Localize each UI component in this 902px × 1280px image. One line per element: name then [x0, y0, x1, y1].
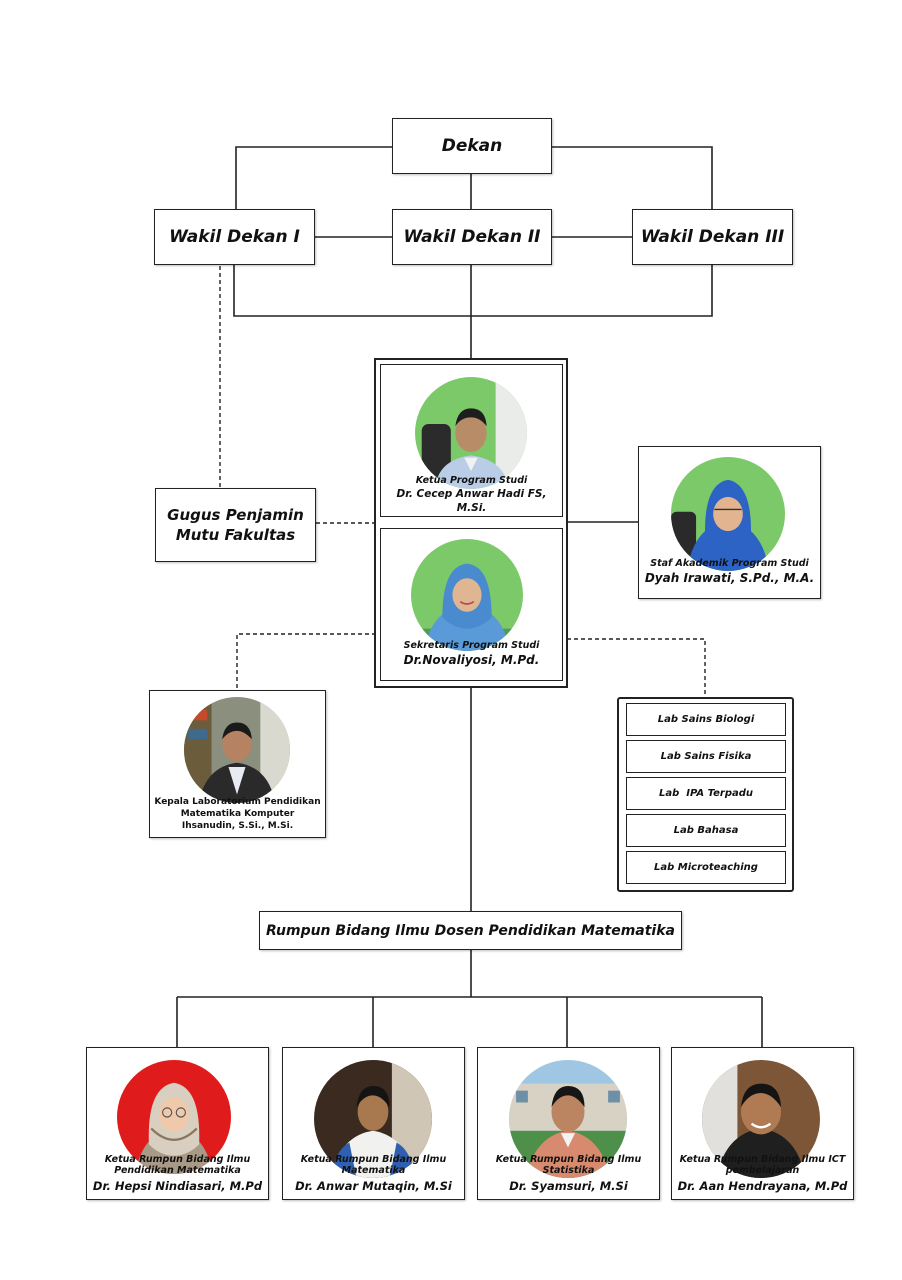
kalab-photo	[184, 697, 290, 803]
ketua-rumpun-card: Ketua Rumpun Bidang Ilmu Matematika Dr. …	[282, 1047, 465, 1200]
ketua-role-2: Statistika	[542, 1165, 595, 1176]
staf-name: Dyah Irawati, S.Pd., M.A.	[644, 571, 815, 585]
gugus-line-2: Mutu Fakultas	[175, 526, 296, 544]
lab-item: Lab Sains Fisika	[626, 740, 786, 773]
kalab-name: Ihsanudin, S.Si., M.Si.	[181, 821, 294, 831]
rumpun-title: Rumpun Bidang Ilmu Dosen Pendidikan Mate…	[266, 922, 675, 939]
lab-label: Lab Sains Fisika	[660, 751, 752, 762]
ketua-role-1: Ketua Rumpun Bidang Ilmu ICT	[679, 1154, 846, 1165]
lab-label: Lab Microteaching	[654, 862, 758, 873]
kaprodi-role: Ketua Program Studi	[415, 475, 528, 486]
ketua-role-1: Ketua Rumpun Bidang Ilmu	[104, 1154, 251, 1165]
dekan-box: Dekan	[392, 118, 552, 174]
sekprodi-name: Dr.Novaliyosi, M.Pd.	[403, 653, 540, 667]
staf-photo	[671, 457, 785, 571]
wakil-dekan-3-box: Wakil Dekan III	[632, 209, 793, 265]
kaprodi-name: Dr. Cecep Anwar Hadi FS, M.Si.	[396, 488, 547, 514]
lab-label: Lab Bahasa	[673, 825, 739, 836]
wakil-dekan-3-label: Wakil Dekan III	[640, 227, 785, 247]
lab-item: Lab Microteaching	[626, 851, 786, 884]
lab-item: Lab IPA Terpadu	[626, 777, 786, 810]
ketua-role-2: Pendidikan Matematika	[114, 1165, 241, 1176]
labs-frame	[617, 697, 794, 892]
ketua-role-1: Ketua Rumpun Bidang Ilmu	[495, 1154, 642, 1165]
ketua-rumpun-card: Ketua Rumpun Bidang Ilmu Pendidikan Mate…	[86, 1047, 269, 1200]
wakil-dekan-2-label: Wakil Dekan II	[403, 227, 541, 247]
kalab-line-2: Matematika Komputer	[180, 809, 295, 819]
sekprodi-card: Sekretaris Program Studi Dr.Novaliyosi, …	[380, 528, 563, 681]
ketua-name: Dr. Hepsi Nindiasari, M.Pd	[92, 1179, 263, 1193]
sekprodi-photo	[411, 539, 523, 651]
lab-item: Lab Sains Biologi	[626, 703, 786, 736]
kaprodi-photo	[415, 377, 527, 489]
ketua-rumpun-card: Ketua Rumpun Bidang Ilmu ICT pembelajara…	[671, 1047, 854, 1200]
rumpun-bidang-ilmu-box: Rumpun Bidang Ilmu Dosen Pendidikan Mate…	[259, 911, 682, 950]
ketua-name: Dr. Anwar Mutaqin, M.Si	[295, 1179, 452, 1193]
gugus-line-1: Gugus Penjamin	[167, 506, 304, 524]
dekan-label: Dekan	[441, 136, 503, 156]
ketua-rumpun-card: Ketua Rumpun Bidang Ilmu Statistika Dr. …	[477, 1047, 660, 1200]
ketua-role-1: Ketua Rumpun Bidang Ilmu	[300, 1154, 447, 1165]
lab-label: Lab IPA Terpadu	[658, 788, 754, 799]
lab-item: Lab Bahasa	[626, 814, 786, 847]
wakil-dekan-1-label: Wakil Dekan I	[169, 227, 300, 247]
sekprodi-role: Sekretaris Program Studi	[403, 640, 540, 651]
wakil-dekan-2-box: Wakil Dekan II	[392, 209, 552, 265]
staf-akademik-card: Staf Akademik Program Studi Dyah Irawati…	[638, 446, 821, 599]
ketua-name: Dr. Aan Hendrayana, M.Pd	[677, 1179, 848, 1193]
ketua-photo	[117, 1060, 231, 1174]
ketua-name: Dr. Syamsuri, M.Si	[509, 1179, 628, 1193]
wakil-dekan-1-box: Wakil Dekan I	[154, 209, 315, 265]
gugus-penjamin-mutu-box: Gugus Penjamin Mutu Fakultas	[155, 488, 316, 562]
ketua-role-2: pembelajaran	[725, 1165, 800, 1176]
ketua-photo	[509, 1060, 627, 1178]
kaprodi-card: Ketua Program Studi Dr. Cecep Anwar Hadi…	[380, 364, 563, 517]
kepala-lab-card: Kepala Laboratorium Pendidikan Matematik…	[149, 690, 326, 838]
ketua-role-2: Matematika	[341, 1165, 406, 1176]
staf-role: Staf Akademik Program Studi	[650, 558, 809, 569]
lab-label: Lab Sains Biologi	[657, 714, 755, 725]
kalab-line-1: Kepala Laboratorium Pendidikan	[154, 797, 321, 807]
